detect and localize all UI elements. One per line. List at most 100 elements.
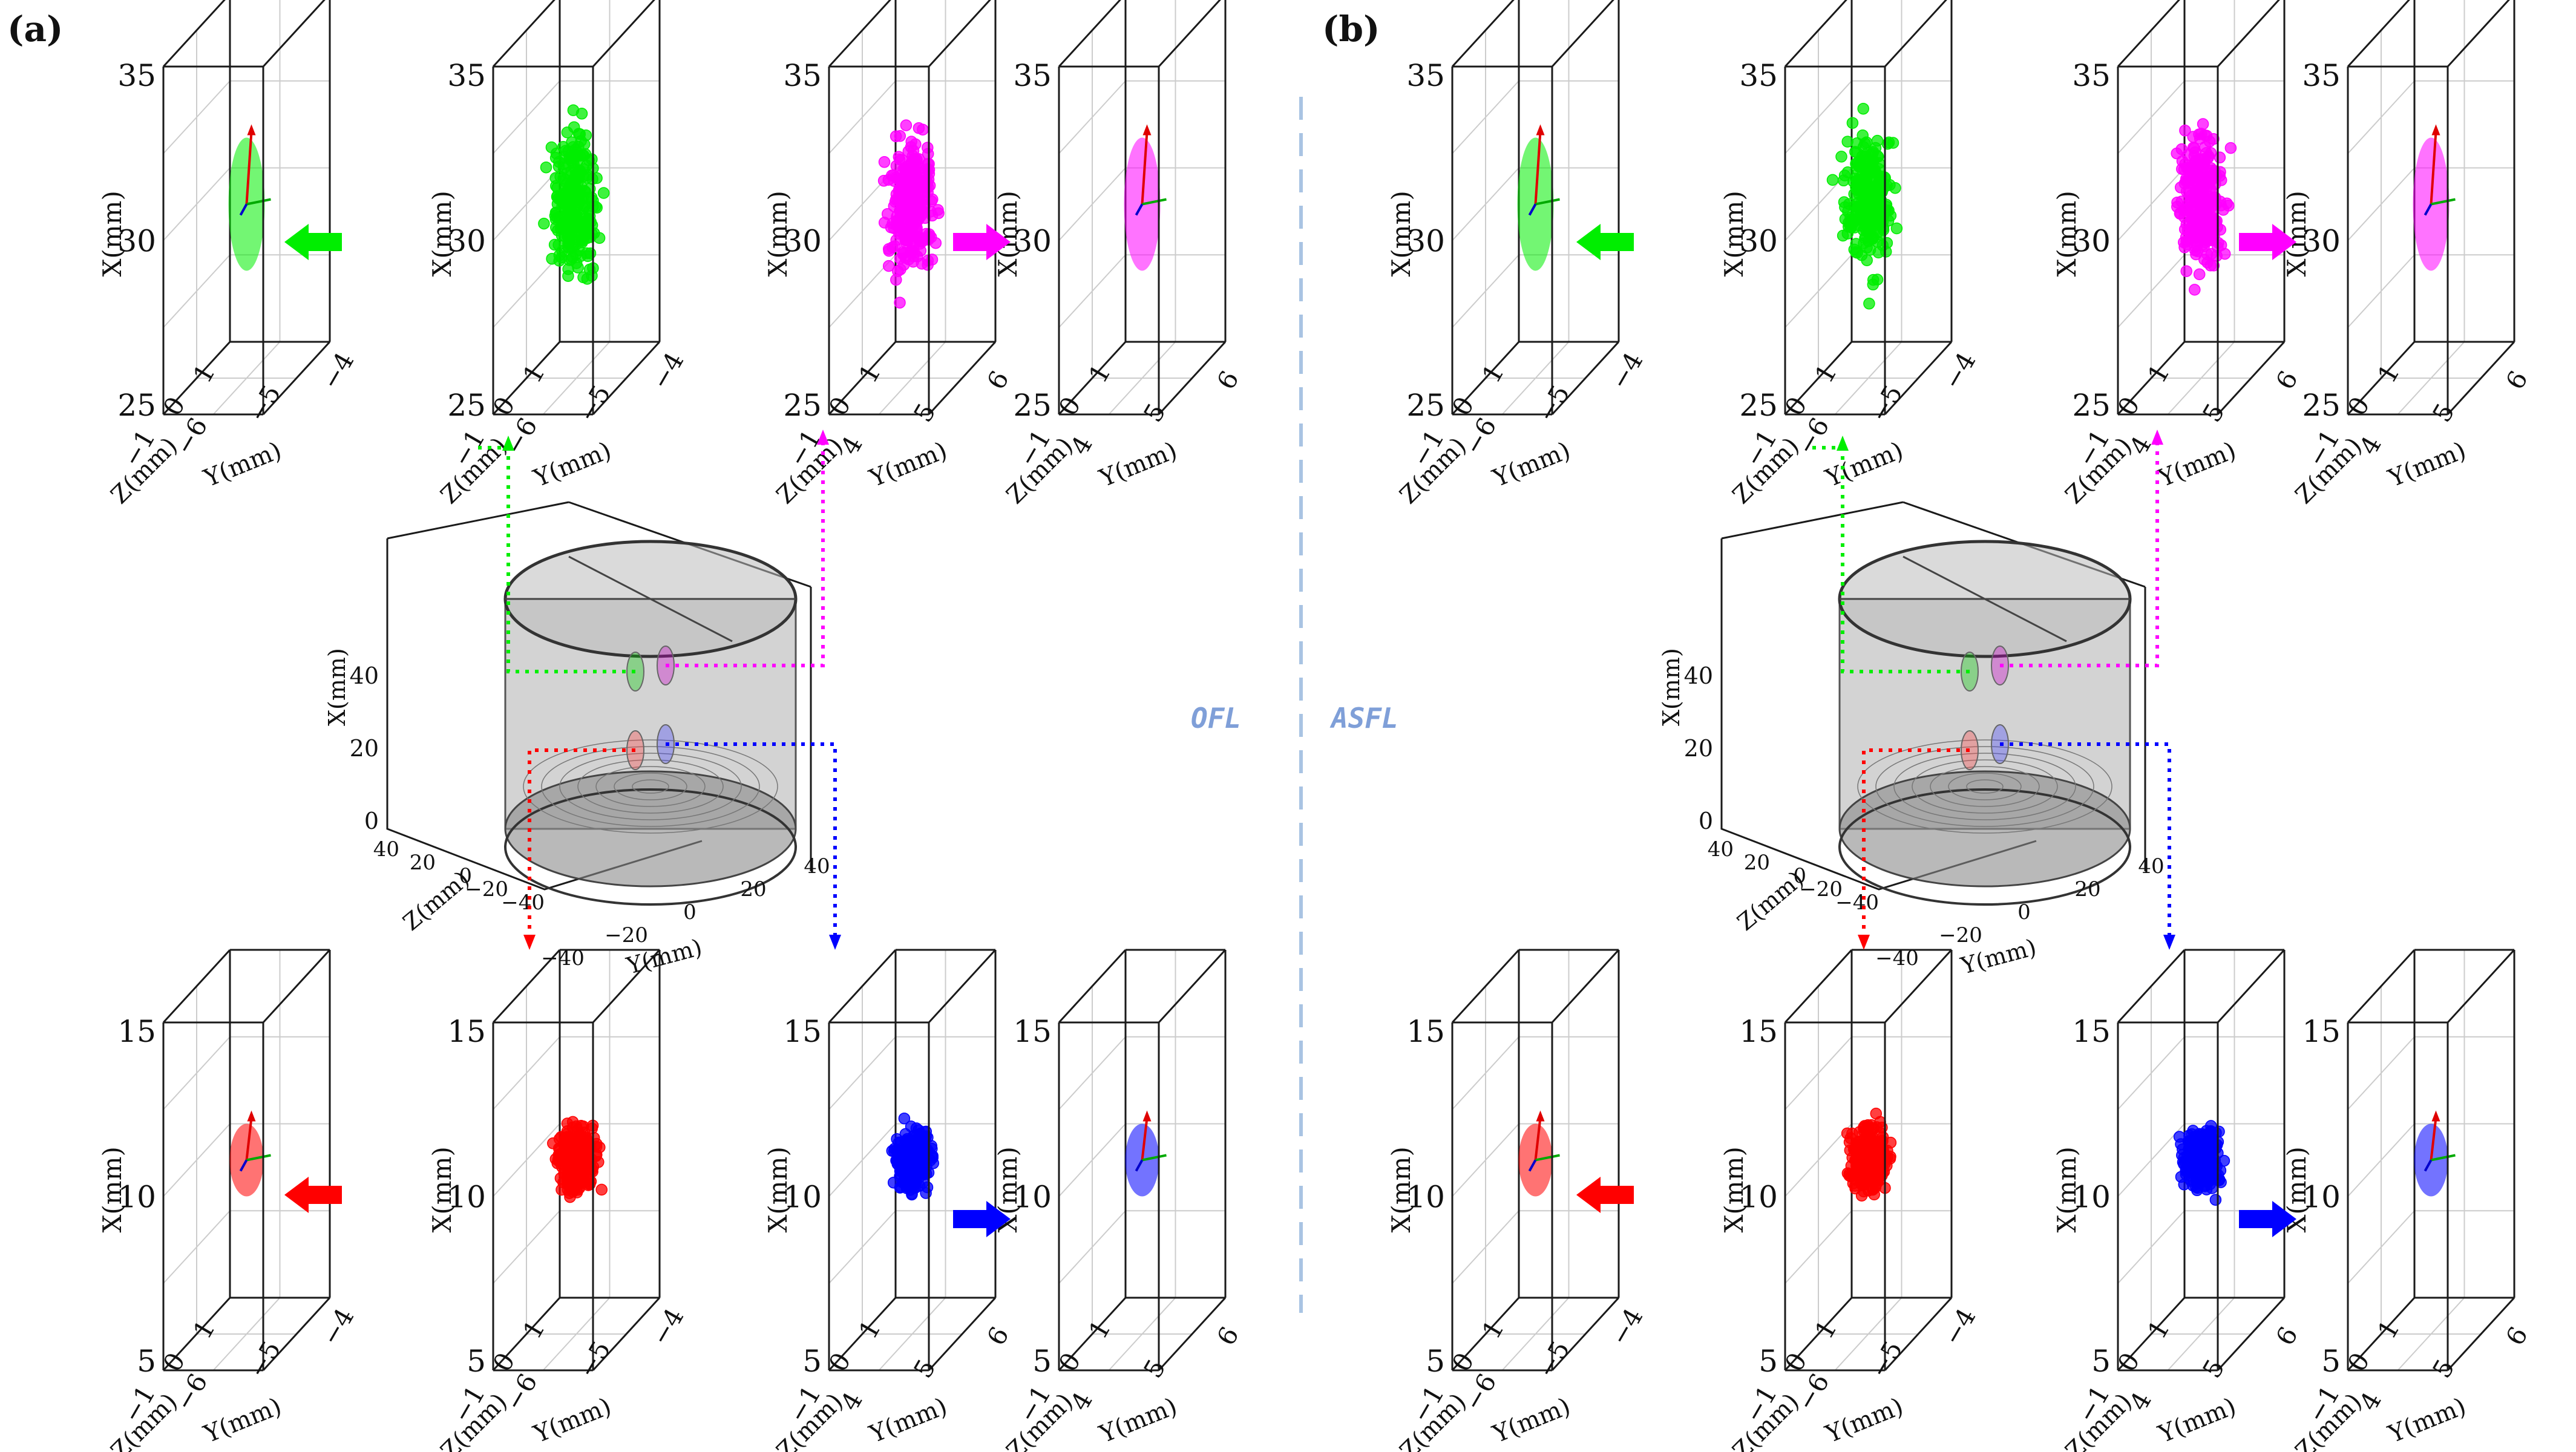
tick-label-x: 20 <box>350 735 379 762</box>
floor-ring <box>541 746 760 827</box>
tick-label-x: 5 <box>2321 1344 2341 1379</box>
box-edge <box>492 1297 561 1372</box>
data-point <box>878 217 891 229</box>
tick-label-x: 10 <box>2072 1180 2111 1215</box>
tick-label-x: 35 <box>1739 58 1778 93</box>
tick-label-z: 0 <box>2112 1348 2146 1377</box>
tick-label-y: 5 <box>908 398 942 427</box>
tick-label-z: 20 <box>1744 851 1770 875</box>
data-point <box>891 218 903 231</box>
tick-label-z: 0 <box>2342 1348 2376 1377</box>
tick-label-x: 15 <box>783 1014 822 1049</box>
data-point <box>1870 1121 1883 1133</box>
box-edge <box>2447 1297 2515 1372</box>
principal-axis-red <box>245 131 253 204</box>
principal-axis-blue <box>239 203 248 216</box>
box-edge <box>492 949 561 1024</box>
data-point <box>894 1136 907 1148</box>
box-edge <box>2447 0 2510 68</box>
connector-arrowhead <box>502 436 514 451</box>
data-point <box>2181 238 2193 250</box>
axis-title-z: Z(mm) <box>398 866 474 936</box>
data-point <box>878 156 891 168</box>
floor-ring <box>632 779 669 794</box>
tick-label-x: 5 <box>137 1344 156 1379</box>
box-edge <box>828 341 897 416</box>
floor-ring <box>595 766 706 807</box>
axis-title-x: X(mm) <box>2282 191 2312 276</box>
data-point <box>1889 182 1901 194</box>
tick-label-y: 6 <box>2500 365 2534 394</box>
data-point <box>563 151 575 163</box>
axis-arrowhead <box>1142 1110 1152 1122</box>
tick-label-z: 0 <box>823 1348 857 1377</box>
data-point <box>2197 118 2209 130</box>
data-point <box>2189 284 2201 296</box>
box-edge <box>1158 341 1227 416</box>
data-point <box>571 1150 584 1162</box>
axis-title-x: X(mm) <box>97 191 127 276</box>
box-edge <box>1058 1297 1127 1372</box>
tick-label-y: −5 <box>572 1336 616 1383</box>
data-point <box>2175 1171 2188 1183</box>
box-edge <box>592 0 655 68</box>
tick-label-y: −40 <box>541 946 585 970</box>
data-point <box>567 1136 580 1149</box>
tick-label-y: 0 <box>683 900 696 924</box>
data-point <box>890 194 902 206</box>
data-point <box>2179 124 2191 137</box>
axis-title-y: Y(mm) <box>1489 437 1575 493</box>
floor-ring <box>1912 759 2058 814</box>
principal-axis-red <box>1534 1117 1542 1160</box>
tick-label-y: 20 <box>2074 877 2100 901</box>
data-point <box>910 206 923 218</box>
data-point <box>2193 268 2206 281</box>
floor-ring <box>1857 739 2112 834</box>
box-edge <box>828 1297 897 1372</box>
data-point <box>2171 147 2183 160</box>
data-point <box>2204 176 2217 189</box>
tick-label-x: 10 <box>117 1180 156 1215</box>
principal-axis-blue <box>1135 203 1144 216</box>
data-point <box>1857 129 1869 142</box>
floor-ring <box>1893 753 2076 820</box>
data-point <box>581 273 594 285</box>
data-point <box>1890 222 1903 235</box>
box-edge <box>162 0 226 68</box>
tick-label-y: 20 <box>740 877 766 901</box>
data-point <box>1838 169 1851 182</box>
data-point <box>562 230 574 243</box>
data-point <box>1855 170 1868 182</box>
data-point <box>1846 1127 1858 1140</box>
tick-label-z: 0 <box>2342 392 2376 421</box>
data-point <box>581 169 594 182</box>
tick-label-x: 25 <box>2072 388 2111 423</box>
principal-axis-red <box>1534 131 1542 204</box>
tick-label-y: −5 <box>242 380 286 427</box>
data-point <box>575 108 588 120</box>
principal-axis-green <box>1535 1154 1560 1162</box>
box-edge <box>2347 949 2416 1024</box>
data-point <box>1883 204 1895 217</box>
tick-label-y: 6 <box>1211 1321 1245 1350</box>
data-point <box>1851 184 1863 196</box>
axis-title-y: Y(mm) <box>2384 437 2470 493</box>
data-point <box>898 183 911 195</box>
data-point <box>890 1154 902 1166</box>
tick-label-x: 30 <box>2302 224 2341 259</box>
tick-label-x: 0 <box>1699 808 1713 834</box>
tick-label-x: 10 <box>1406 1180 1445 1215</box>
axis-title-x: X(mm) <box>1719 191 1749 276</box>
tick-label-z: 0 <box>823 392 857 421</box>
cylinder-plot-1: 02040X(mm)40200−20−40Z(mm)−40−2002040Y(m… <box>1658 430 2175 979</box>
box-edge <box>262 1297 331 1372</box>
data-point <box>595 1183 608 1196</box>
tick-label-y: 40 <box>2138 854 2164 878</box>
box-edge <box>1784 949 1853 1024</box>
data-point <box>932 207 945 220</box>
